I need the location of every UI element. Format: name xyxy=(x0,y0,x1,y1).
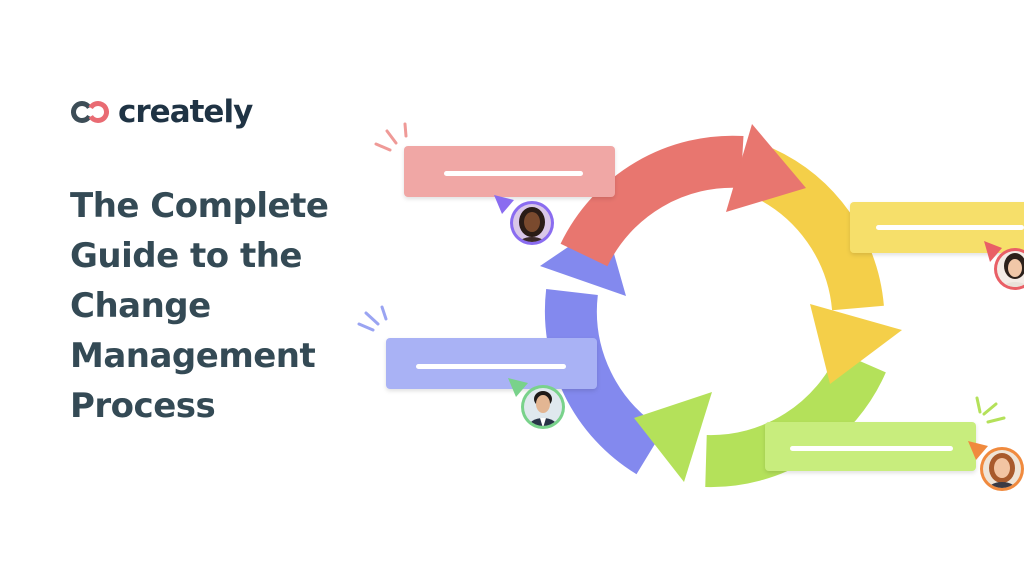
sparkle-mark xyxy=(357,305,388,332)
step-card-green xyxy=(765,422,976,471)
step-card-red xyxy=(404,146,615,197)
title-line: Guide to the xyxy=(70,236,302,276)
avatar xyxy=(510,201,554,245)
title-line: Change xyxy=(70,286,211,326)
placeholder-line xyxy=(876,225,1024,230)
placeholder-line xyxy=(790,446,953,451)
title-line: The Complete xyxy=(70,186,329,226)
page-title: The Complete Guide to the Change Managem… xyxy=(70,181,370,431)
cursor-pointer-icon xyxy=(508,378,528,397)
cycle-arrow-red xyxy=(560,124,806,267)
cursor-pointer-icon xyxy=(968,441,988,460)
title-line: Management xyxy=(70,336,316,376)
brand-name: creately xyxy=(118,94,253,130)
step-card-yellow xyxy=(850,202,1024,253)
placeholder-line xyxy=(444,171,583,176)
sparkle-mark xyxy=(975,396,1006,424)
title-line: Process xyxy=(70,386,216,426)
creately-logo-icon xyxy=(71,101,109,123)
avatar xyxy=(521,385,565,429)
sparkle-mark xyxy=(374,122,408,152)
cursor-pointer-icon xyxy=(984,241,1002,262)
avatar xyxy=(994,248,1024,290)
placeholder-line xyxy=(416,364,566,369)
step-card-blue xyxy=(386,338,597,389)
avatar xyxy=(980,447,1024,491)
cursor-pointer-icon xyxy=(494,195,514,214)
creately-logo: creately xyxy=(70,94,253,130)
